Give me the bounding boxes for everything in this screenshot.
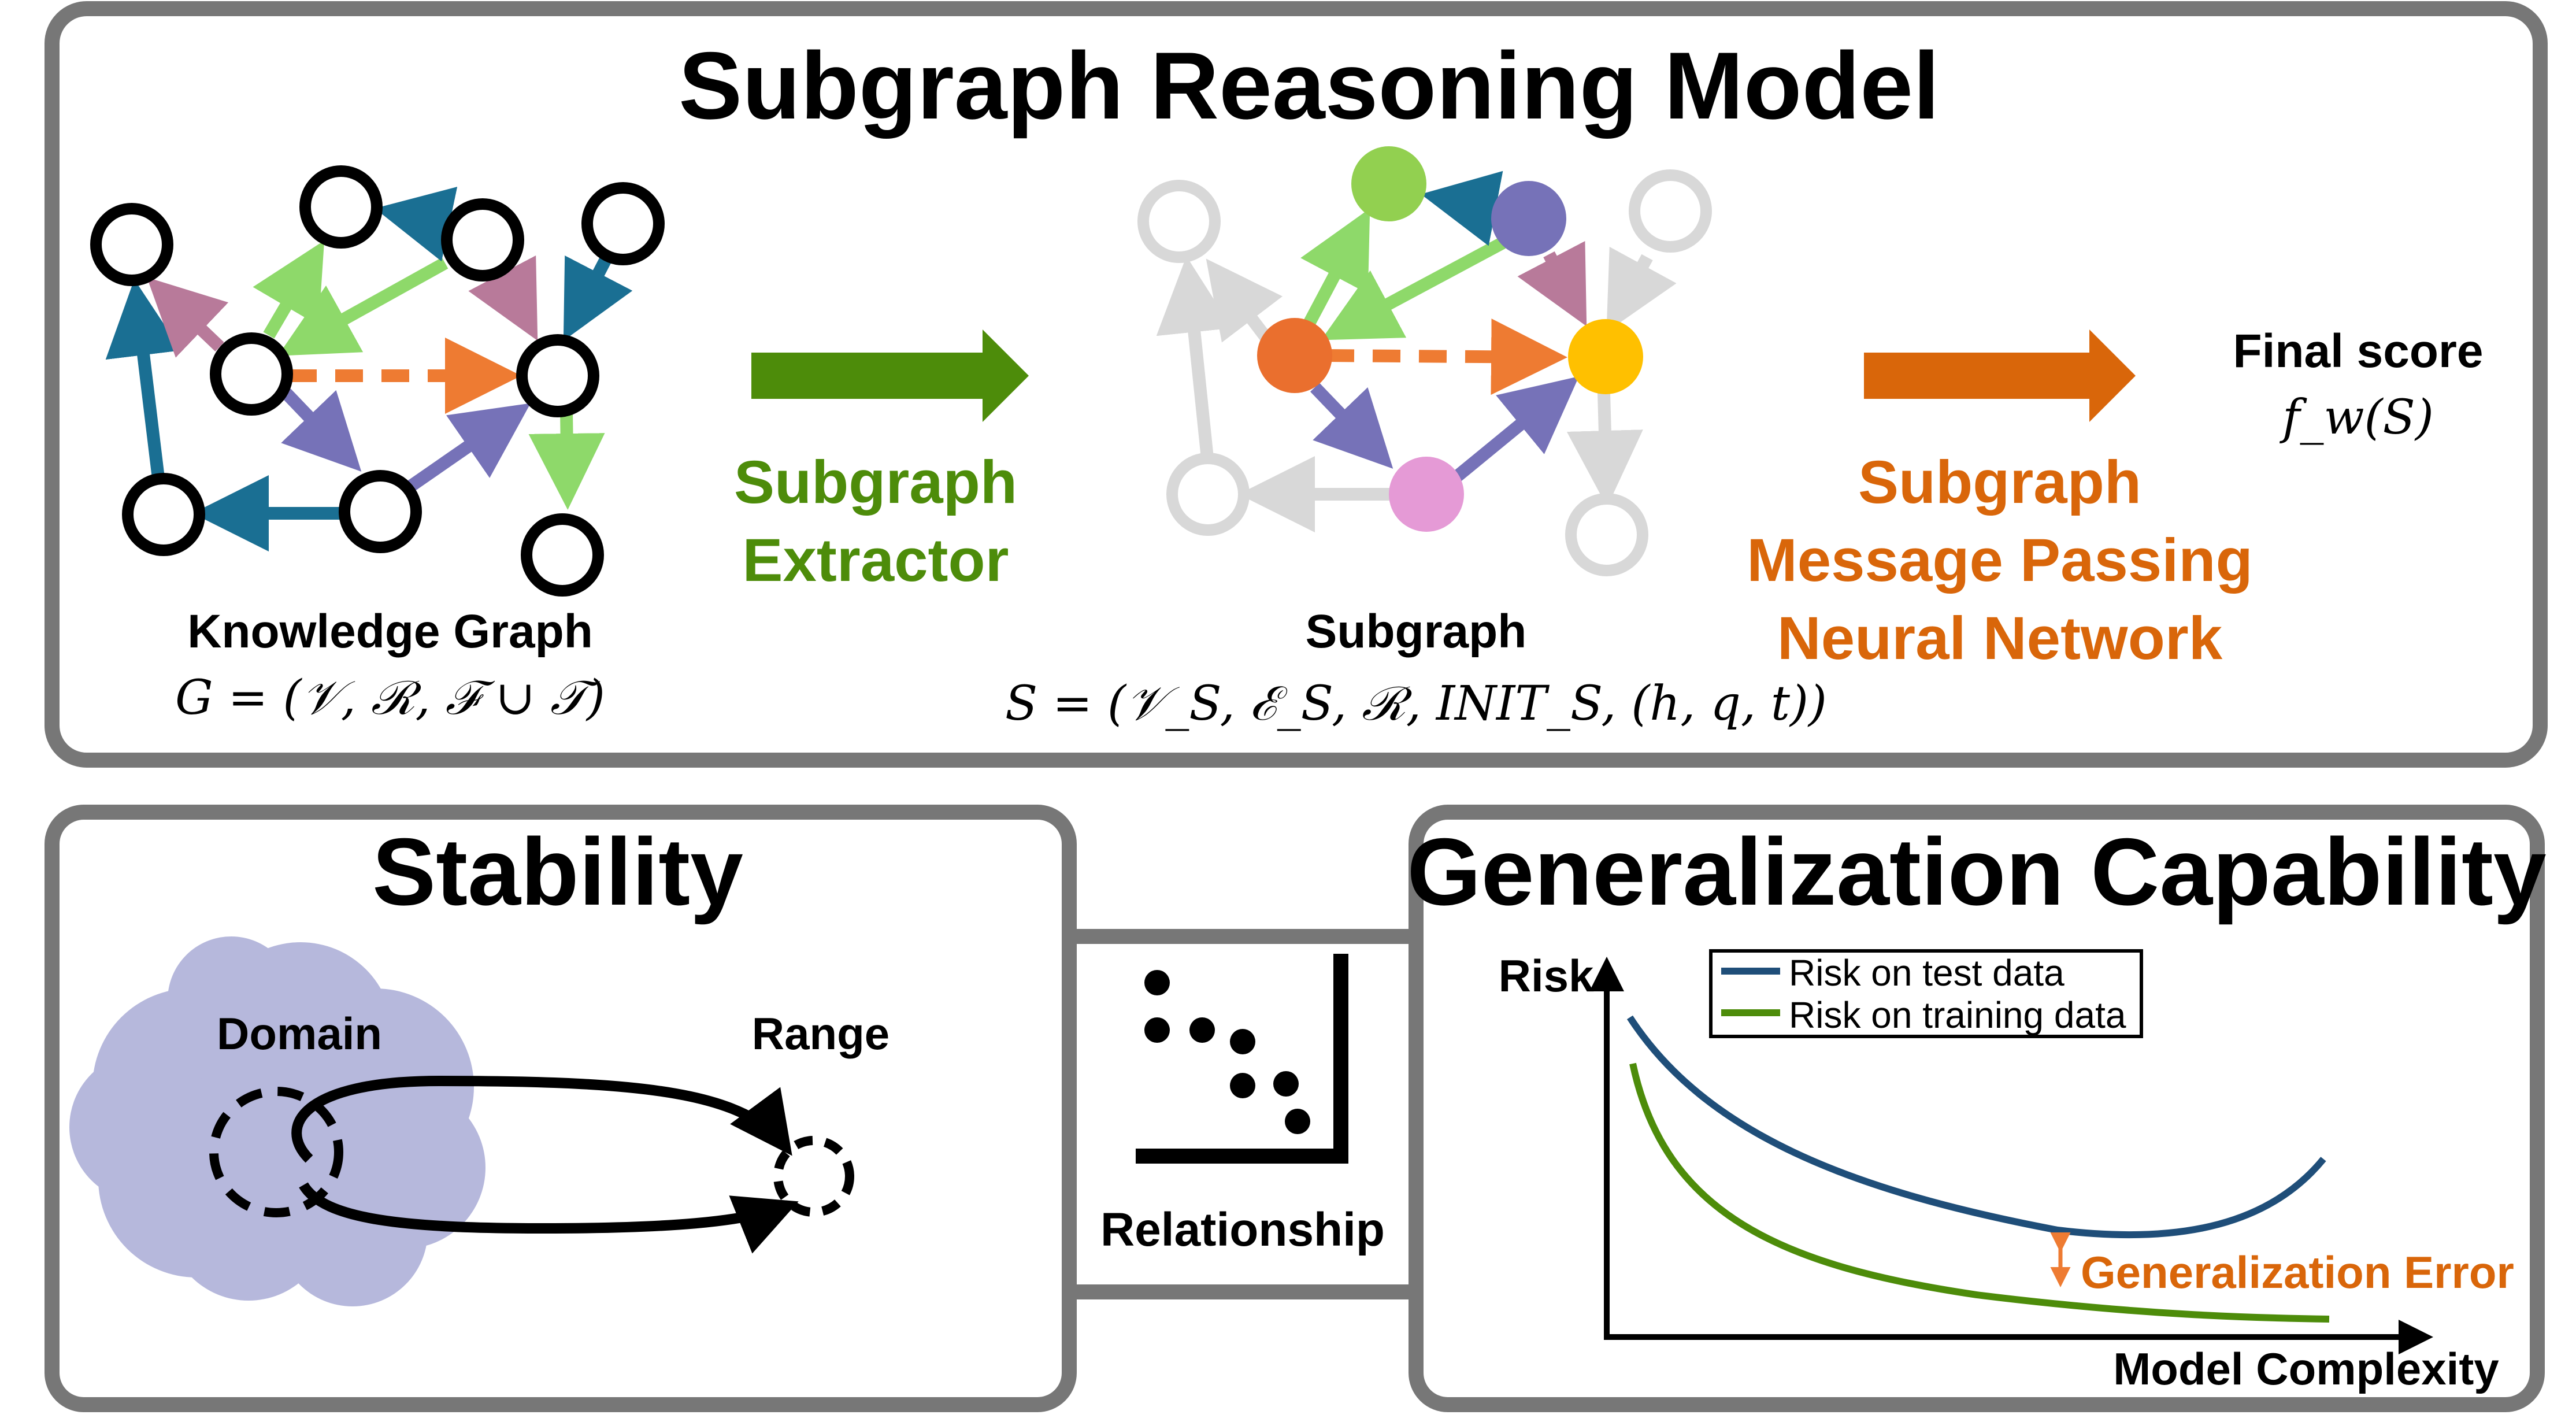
subgraph-edge-faded [1206,258,1283,345]
scatter-dot [1285,1109,1310,1134]
legend-box [1709,949,2143,1038]
scatter-dot [1230,1073,1255,1098]
mpnn-label-line2: Message Passing [1747,527,2252,594]
subgraph-node-tail [1568,319,1643,394]
generalization-title: Generalization Capability [1407,819,2546,925]
domain-label: Domain [217,1008,382,1059]
kg-edge [281,388,362,472]
range-set-dashed [773,1136,854,1217]
subgraph-node-faded [1629,169,1712,253]
generalization-error-label: Generalization Error [2081,1247,2514,1298]
kg-formula: G = (𝒱, ℛ, ℱ ∪ 𝒯) [175,671,605,725]
kg-node [90,203,173,286]
kg-edge [563,254,633,341]
subgraph-edge [1421,171,1503,246]
subgraph [1137,146,1712,576]
kg-edge [528,410,605,510]
generalization-panel-frame [1409,805,2545,1412]
subgraph-node-faded [1166,453,1250,536]
kg-node [581,182,665,265]
relationship-label: Relationship [1100,1203,1385,1256]
subgraph-node-faded [1137,180,1221,263]
final-score-formula: f_w(S) [2279,390,2434,445]
kg-edge [403,403,531,494]
extractor-label-line1: Subgraph [734,449,1017,516]
subgraph-node-pink [1389,457,1464,532]
legend-entry-test: Risk on test data [1789,952,2064,994]
subgraph-edge [1452,376,1580,482]
kg-edge [105,279,181,484]
subgraph-node-green [1351,146,1426,221]
kg-node [516,334,599,417]
kg-edge [277,257,449,356]
kg-node [299,165,383,249]
range-label: Range [752,1008,889,1059]
kg-label: Knowledge Graph [187,605,593,658]
kg-node [122,473,205,556]
kg-node [441,198,524,282]
kg-edge [147,277,229,358]
legend-entry-train: Risk on training data [1789,994,2126,1036]
subgraph-edge-dashed [1326,319,1567,395]
mpnn-arrow [1864,329,2136,422]
scatter-axes [1136,954,1348,1164]
subgraph-edge [1517,240,1587,327]
subgraph-edge-faded [1606,246,1677,332]
kg-node [339,470,422,553]
scatter-dot [1230,1029,1255,1054]
extractor-arrow [751,329,1029,422]
subgraph-node-head [1257,318,1332,393]
train-risk-curve [1629,1062,2330,1323]
subgraph-node-purple [1491,181,1566,256]
kg-edge [375,187,458,262]
subgraph-formula: S = (𝒱_S, ℰ_S, ℛ, INIT_S, (h, q, t)) [1005,676,1827,731]
mapping-arrow-lower [299,1182,799,1254]
subgraph-label: Subgraph [1306,605,1527,658]
subgraph-node-faded [1565,493,1648,576]
scatter-dot [1144,1017,1170,1043]
test-risk-curve [1626,1015,2326,1239]
knowledge-graph [90,165,665,597]
scatter-dot [1144,970,1170,995]
scatter-dot [1189,1017,1215,1043]
relationship-scatter-icon [1136,954,1348,1164]
domain-set-dashed [209,1087,343,1217]
final-score-label: Final score [2233,325,2484,377]
subgraph-edge-faded [1566,392,1643,507]
mapping-arrow-upper [291,1075,792,1163]
relationship-frame [1062,929,1424,1299]
risk-chart: Risk Model Complexity Generalization Err… [1499,949,2514,1394]
mpnn-label-line3: Neural Network [1777,605,2223,672]
x-axis-label: Model Complexity [2113,1343,2499,1394]
kg-node [521,513,604,597]
y-axis-label: Risk [1499,950,1594,1001]
top-panel-title: Subgraph Reasoning Model [679,32,1940,139]
scatter-dot [1273,1071,1299,1097]
stability-title: Stability [372,819,743,925]
mpnn-label-line1: Subgraph [1858,449,2141,516]
subgraph-edge [1310,383,1393,469]
kg-edge [468,255,538,341]
kg-node [210,332,293,416]
extractor-label-line2: Extractor [742,527,1009,594]
subgraph-edge [1321,237,1506,340]
